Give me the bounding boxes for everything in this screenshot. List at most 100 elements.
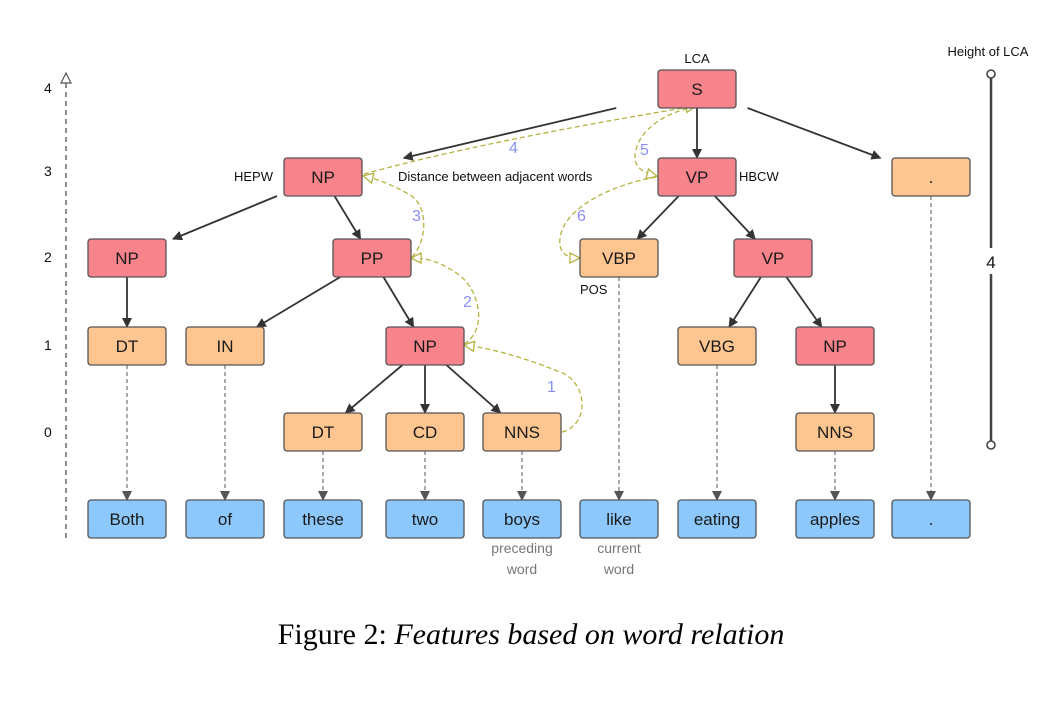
- node-np1b: NP: [795, 326, 875, 366]
- node-np2a-box: [87, 238, 167, 278]
- node-dt0-label: DT: [312, 423, 335, 442]
- word-relation-path: [363, 106, 695, 433]
- word-dot: .: [891, 499, 971, 539]
- node-cd0-box: [385, 412, 465, 452]
- word-both: Both: [87, 499, 167, 539]
- node-pp2-label: PP: [361, 249, 384, 268]
- word-like-label: like: [606, 510, 632, 529]
- edge-PP2-IN1: [255, 276, 341, 328]
- distance-label: Distance between adjacent words: [398, 169, 593, 184]
- word-dot-label: .: [929, 510, 934, 529]
- node-pp2: PP: [332, 238, 412, 278]
- pos-label: POS: [580, 282, 608, 297]
- edge-VP2-NP1b: [785, 276, 823, 328]
- word-both-box: [87, 499, 167, 539]
- hepw-label: HEPW: [234, 169, 274, 184]
- node-np1-label: NP: [413, 337, 437, 356]
- lca-label: LCA: [684, 51, 710, 66]
- word-of-box: [185, 499, 265, 539]
- node-in1-box: [185, 326, 265, 366]
- node-np2a-label: NP: [115, 249, 139, 268]
- current-word-label-line2: word: [603, 561, 634, 577]
- node-cd0-label: CD: [413, 423, 438, 442]
- node-np2a: NP: [87, 238, 167, 278]
- node-np1b-label: NP: [823, 337, 847, 356]
- hbcw-label: HBCW: [739, 169, 779, 184]
- node-vbp2-box: [579, 238, 659, 278]
- word-boys-box: [482, 499, 562, 539]
- path-segment-4: [363, 106, 695, 175]
- node-vp3-box: [657, 157, 737, 197]
- word-eating-label: eating: [694, 510, 740, 529]
- height-bar-bottom-cap: [986, 440, 996, 450]
- node-vp2-box: [733, 238, 813, 278]
- node-cd0: CD: [385, 412, 465, 452]
- word-two-box: [385, 499, 465, 539]
- height-value-bg: [980, 248, 1002, 274]
- current-word-label-line1: current: [597, 540, 641, 556]
- node-vbg1: VBG: [677, 326, 757, 366]
- path-step-4: 4: [509, 140, 518, 157]
- node-np1b-box: [795, 326, 875, 366]
- preceding-word-label-line2: word: [506, 561, 537, 577]
- path-segment-3: [364, 176, 425, 258]
- node-np1: NP: [385, 326, 465, 366]
- path-segment-2: [412, 258, 480, 345]
- node-dt1-box: [87, 326, 167, 366]
- word-these-box: [283, 499, 363, 539]
- preceding-word-label-line1: preceding: [491, 540, 553, 556]
- height-of-lca-title: Height of LCA: [948, 44, 1029, 59]
- node-vp3: VP: [657, 157, 737, 197]
- word-boys: boys: [482, 499, 562, 539]
- node-np3-box: [283, 157, 363, 197]
- word-of-label: of: [218, 510, 232, 529]
- edge-PP2-NP1: [382, 276, 415, 328]
- path-step-3: 3: [412, 208, 421, 225]
- edge-S-DOT3: [747, 107, 882, 160]
- path-step-6: 6: [577, 208, 586, 225]
- edge-VP2-VBG1: [728, 276, 762, 328]
- node-in1-label: IN: [217, 337, 234, 356]
- edge-S-NP3: [402, 107, 617, 161]
- word-dot-box: [891, 499, 971, 539]
- edge-NP3-PP2: [333, 195, 362, 240]
- node-nns0b: NNS: [795, 412, 875, 452]
- word-two-label: two: [412, 510, 438, 529]
- word-these: these: [283, 499, 363, 539]
- parse-tree-diagram: 4 3 2 1 0 Height of LCA 4 1 2 3 4 5 6 SN…: [44, 44, 1029, 577]
- node-nns0b-label: NNS: [817, 423, 853, 442]
- word-apples-box: [795, 499, 875, 539]
- node-s-label: S: [691, 80, 702, 99]
- edge-NP1-DT0: [344, 364, 404, 414]
- level-label-1: 1: [44, 337, 52, 353]
- edge-VP3-VP2: [714, 195, 756, 240]
- height-bar-top-cap: [986, 69, 996, 79]
- path-step-5: 5: [640, 142, 649, 159]
- node-dt0-box: [283, 412, 363, 452]
- word-of: of: [185, 499, 265, 539]
- level-label-0: 0: [44, 424, 52, 440]
- node-vbg1-label: VBG: [699, 337, 735, 356]
- figure-caption: Figure 2: Features based on word relatio…: [0, 618, 1062, 652]
- node-dt1-label: DT: [116, 337, 139, 356]
- word-these-label: these: [302, 510, 344, 529]
- word-boys-label: boys: [504, 510, 540, 529]
- node-nns0-box: [482, 412, 562, 452]
- word-eating: eating: [677, 499, 757, 539]
- node-dt0: DT: [283, 412, 363, 452]
- node-vbp2: VBP: [579, 238, 659, 278]
- word-like: like: [579, 499, 659, 539]
- height-of-lca-value: 4: [986, 253, 995, 272]
- node-dot3-label: .: [929, 168, 934, 187]
- edge-NP1-NNS0: [445, 364, 502, 414]
- node-vbg1-box: [677, 326, 757, 366]
- node-dt1: DT: [87, 326, 167, 366]
- path-step-2: 2: [463, 294, 472, 311]
- word-like-box: [579, 499, 659, 539]
- path-segment-6: [559, 176, 657, 258]
- node-nns0b-box: [795, 412, 875, 452]
- edge-VP3-VBP2: [636, 195, 680, 240]
- path-segment-1: [465, 345, 583, 433]
- node-dot3-box: [891, 157, 971, 197]
